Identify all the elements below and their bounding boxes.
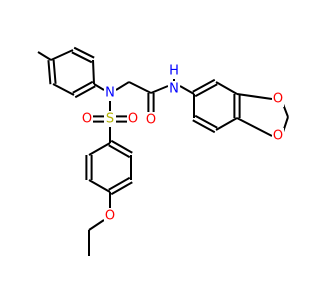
atom-label-o-ether: O [105, 209, 115, 224]
atom-label-o-carbonyl: O [146, 113, 156, 128]
single-bond [150, 85, 169, 94]
double-bond-line [110, 139, 133, 154]
atom-o-dioxole-top: O [272, 91, 284, 107]
atom-label-n-amide: N [169, 82, 179, 97]
atom-n-sulfonamide: N [104, 85, 116, 101]
atom-o-dioxole-bottom: O [272, 128, 284, 144]
single-bond [88, 219, 105, 231]
double-bond-line [52, 59, 57, 84]
atom-h-amide: H [168, 63, 180, 79]
structure-canvas: N N H O S O O [37, 46, 289, 256]
atom-o-carbonyl: O [145, 112, 157, 128]
single-bond [92, 59, 95, 85]
double-bond-line [72, 80, 94, 94]
atom-label-s-sulfonyl: S [106, 112, 114, 127]
molecule-diagram: N N H O S O O [37, 46, 289, 256]
atom-label-n-sulfonamide: N [105, 86, 115, 101]
atom-o-ether: O [104, 208, 116, 224]
single-bond [52, 83, 75, 96]
atom-s-sulfonyl: S [104, 111, 116, 127]
atom-label-h-amide: H [169, 64, 179, 79]
atom-label-o-sulfonyl-left: O [82, 112, 92, 127]
atom-label-o-dioxole-bottom: O [273, 129, 283, 144]
atom-o-sulfonyl-right: O [127, 111, 139, 127]
double-bond-line [192, 78, 216, 93]
double-bond-line [192, 119, 216, 134]
atom-label-o-sulfonyl-right: O [128, 112, 138, 127]
atom-o-sulfonyl-left: O [81, 111, 93, 127]
double-bond-line [108, 176, 131, 191]
double-bond-line [108, 144, 131, 159]
double-bond-line [194, 114, 218, 129]
single-bond [215, 81, 238, 95]
single-bond [115, 81, 130, 91]
atom-label-layer: N N H O S O O [81, 63, 284, 224]
single-bond [88, 142, 111, 156]
single-bond [128, 81, 152, 94]
double-bond-line [194, 83, 218, 98]
bond-layer [37, 46, 289, 256]
double-bond-line [74, 85, 96, 99]
single-bond [236, 117, 273, 137]
single-bond [215, 117, 238, 131]
single-bond [37, 51, 52, 61]
atom-label-o-dioxole-top: O [273, 92, 283, 107]
double-bond-line [73, 46, 95, 59]
single-bond [88, 179, 111, 193]
single-bond [93, 83, 105, 91]
single-bond [179, 85, 195, 95]
single-bond [50, 49, 74, 61]
double-bond-line [110, 181, 133, 196]
atom-n-amide: N [168, 81, 180, 97]
double-bond-line [47, 60, 52, 85]
double-bond-line [71, 51, 93, 64]
single-bond [236, 93, 273, 100]
